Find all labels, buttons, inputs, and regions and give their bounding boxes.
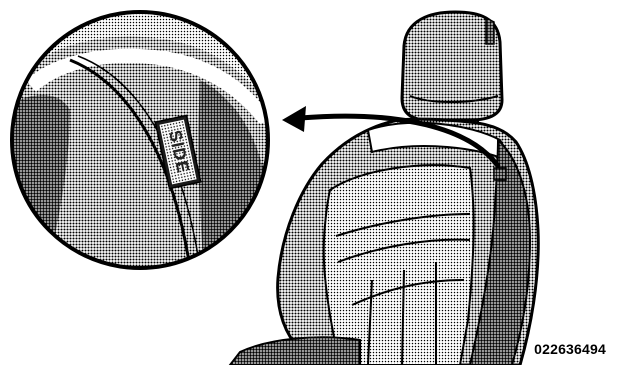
figure-id-code: 022636494 [534,341,606,357]
magnified-detail: SIDE [0,12,290,300]
seat-cushion [230,337,360,365]
airbag-tag-on-seat [494,168,506,180]
vehicle-seat [230,12,538,365]
seatback-center-panel [324,165,474,365]
pointer-arrow-head [282,106,306,132]
headrest-button [486,18,494,44]
